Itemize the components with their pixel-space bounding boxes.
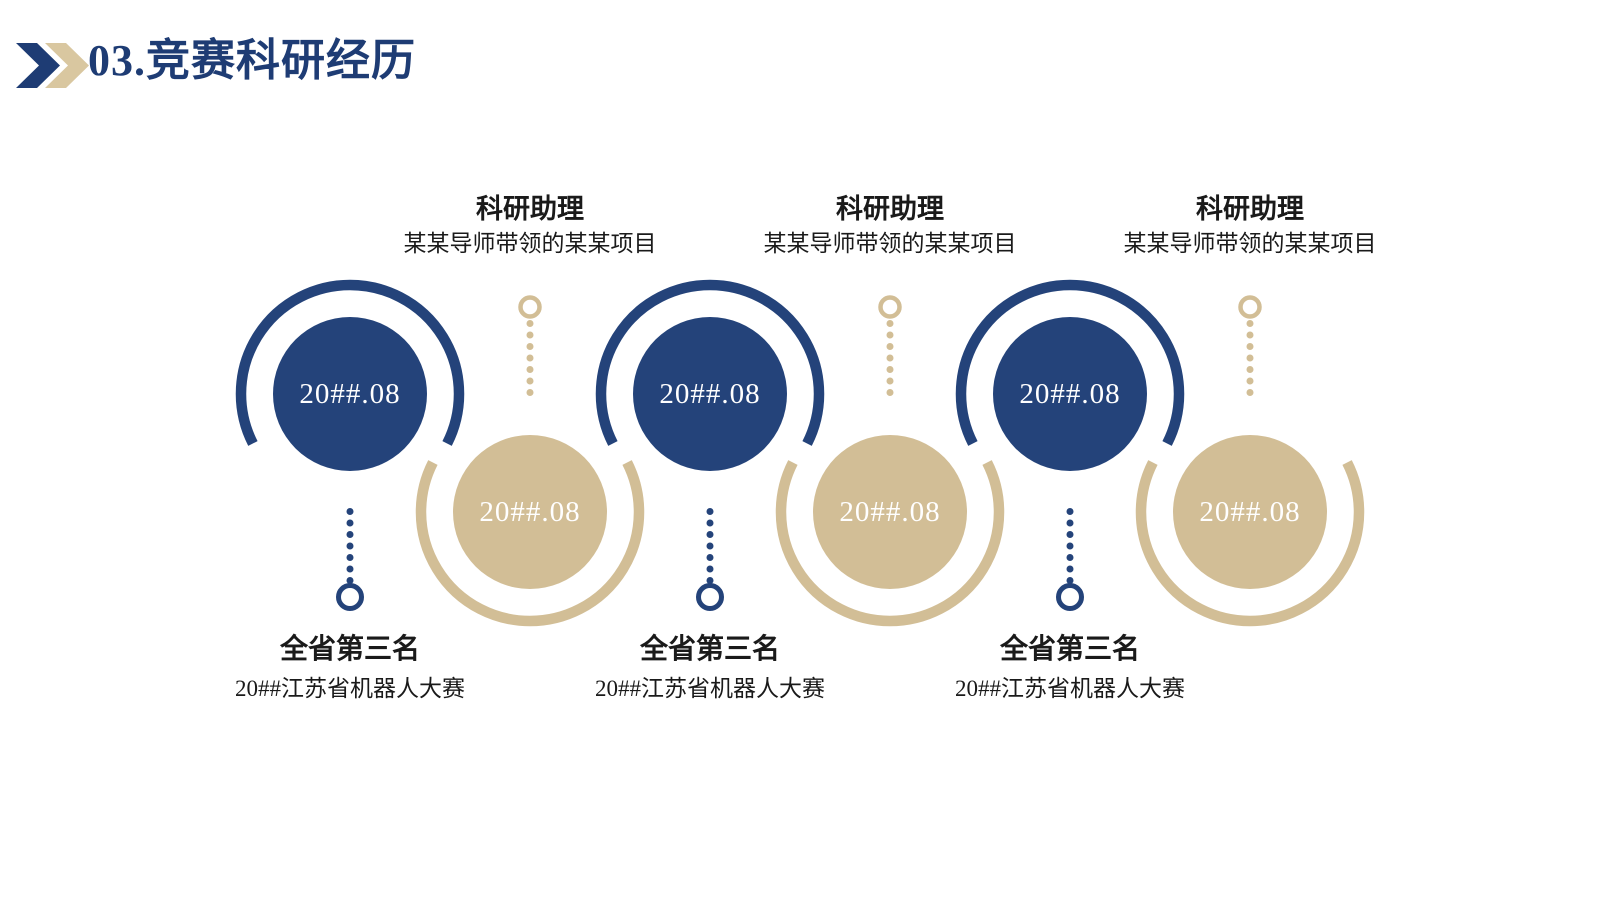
double-chevron-icon <box>16 43 89 88</box>
milestone-label-bottom: 全省第三名 20##江苏省机器人大赛 <box>170 632 530 704</box>
connector-end-ring-navy <box>696 583 724 611</box>
dotted-connector-navy <box>1066 508 1074 584</box>
milestone-subtitle: 某某导师带领的某某项目 <box>1123 231 1377 256</box>
milestone-subtitle: 某某导师带领的某某项目 <box>403 231 657 256</box>
milestone-label-bottom: 全省第三名 20##江苏省机器人大赛 <box>890 632 1250 704</box>
connector-end-ring-tan <box>1238 295 1262 319</box>
milestone-label-bottom: 全省第三名 20##江苏省机器人大赛 <box>530 632 890 704</box>
dotted-connector-tan <box>1246 320 1254 396</box>
milestone-circle-navy <box>273 317 427 471</box>
milestone-subtitle: 某某导师带领的某某项目 <box>763 231 1017 256</box>
page-title: 03.竞赛科研经历 <box>88 36 416 85</box>
dotted-connector-navy <box>346 508 354 584</box>
milestone-date: 20##.08 <box>839 496 941 528</box>
milestone-label-top: 科研助理 某某导师带领的某某项目 <box>710 193 1070 259</box>
milestone-label-top: 科研助理 某某导师带领的某某项目 <box>1070 193 1430 259</box>
connector-end-ring-navy <box>336 583 364 611</box>
milestone-title: 全省第三名 <box>279 634 420 665</box>
milestone-circle-navy <box>633 317 787 471</box>
milestone-title: 科研助理 <box>836 194 944 224</box>
milestone-subtitle: 20##江苏省机器人大赛 <box>955 676 1185 701</box>
chevron-right-icon-navy <box>16 43 60 88</box>
connector-end-ring-navy <box>1056 583 1084 611</box>
milestone-circle-navy <box>993 317 1147 471</box>
milestone-circle-tan <box>1173 435 1327 589</box>
milestone-subtitle: 20##江苏省机器人大赛 <box>595 676 825 701</box>
milestone-date: 20##.08 <box>1199 496 1301 528</box>
milestone-date: 20##.08 <box>299 378 401 410</box>
milestone-title: 全省第三名 <box>999 634 1140 665</box>
connector-end-ring-tan <box>878 295 902 319</box>
milestone-title: 科研助理 <box>476 194 584 224</box>
dotted-connector-tan <box>526 320 534 396</box>
chevron-right-icon-tan <box>45 43 89 88</box>
milestone-title: 全省第三名 <box>639 634 780 665</box>
milestone-date: 20##.08 <box>659 378 761 410</box>
milestone-circle-tan <box>813 435 967 589</box>
milestone-circle-tan <box>453 435 607 589</box>
milestone-date: 20##.08 <box>1019 378 1121 410</box>
milestone-label-top: 科研助理 某某导师带领的某某项目 <box>350 193 710 259</box>
milestone-date: 20##.08 <box>479 496 581 528</box>
milestone-subtitle: 20##江苏省机器人大赛 <box>235 676 465 701</box>
dotted-connector-navy <box>706 508 714 584</box>
dotted-connector-tan <box>886 320 894 396</box>
milestone-title: 科研助理 <box>1196 194 1304 224</box>
connector-end-ring-tan <box>518 295 542 319</box>
